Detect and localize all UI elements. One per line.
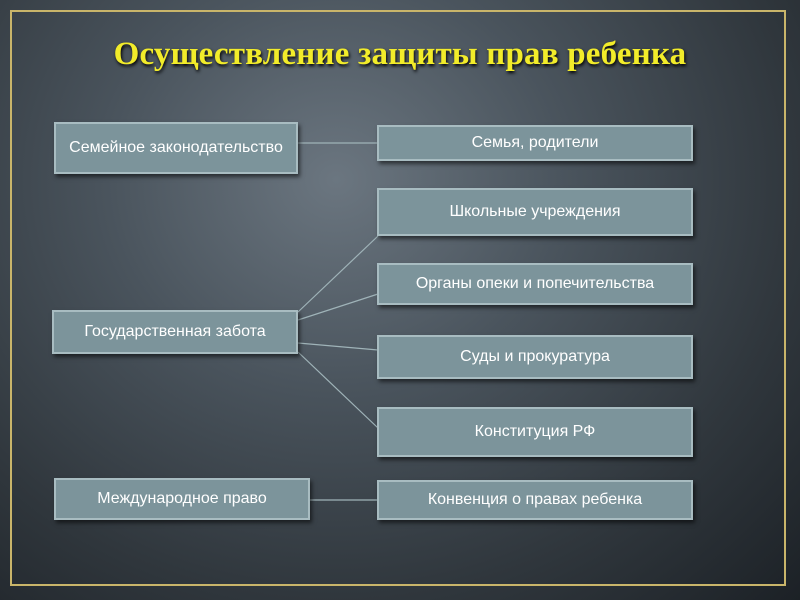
connector-state-to-schools xyxy=(297,235,379,313)
box-family-law-label: Семейное законодательство xyxy=(69,139,283,156)
box-international-law-label: Международное право xyxy=(97,490,267,507)
box-family-parents-label: Семья, родители xyxy=(471,134,599,151)
box-courts: Суды и прокуратура xyxy=(377,335,693,379)
box-state-care-label: Государственная забота xyxy=(84,323,266,340)
box-constitution-label: Конституция РФ xyxy=(474,423,596,440)
box-schools: Школьные учреждения xyxy=(377,188,693,236)
box-constitution: Конституция РФ xyxy=(377,407,693,457)
box-convention: Конвенция о правах ребенка xyxy=(377,480,693,520)
slide-frame xyxy=(10,10,786,586)
box-schools-label: Школьные учреждения xyxy=(449,203,621,220)
box-guardianship-label: Органы опеки и попечительства xyxy=(415,275,655,292)
box-courts-label: Суды и прокуратура xyxy=(460,348,610,365)
box-international-law: Международное право xyxy=(54,478,310,520)
connector-state-to-constitution xyxy=(297,351,379,429)
connector-state-to-guardianship xyxy=(297,293,379,321)
box-state-care: Государственная забота xyxy=(52,310,298,354)
box-guardianship: Органы опеки и попечительства xyxy=(377,263,693,305)
box-family-parents: Семья, родители xyxy=(377,125,693,161)
slide-title: Осуществление защиты прав ребенка xyxy=(113,36,687,72)
box-convention-label: Конвенция о правах ребенка xyxy=(427,491,643,508)
box-family-law: Семейное законодательство xyxy=(54,122,298,174)
connector-state-to-courts xyxy=(297,342,379,351)
